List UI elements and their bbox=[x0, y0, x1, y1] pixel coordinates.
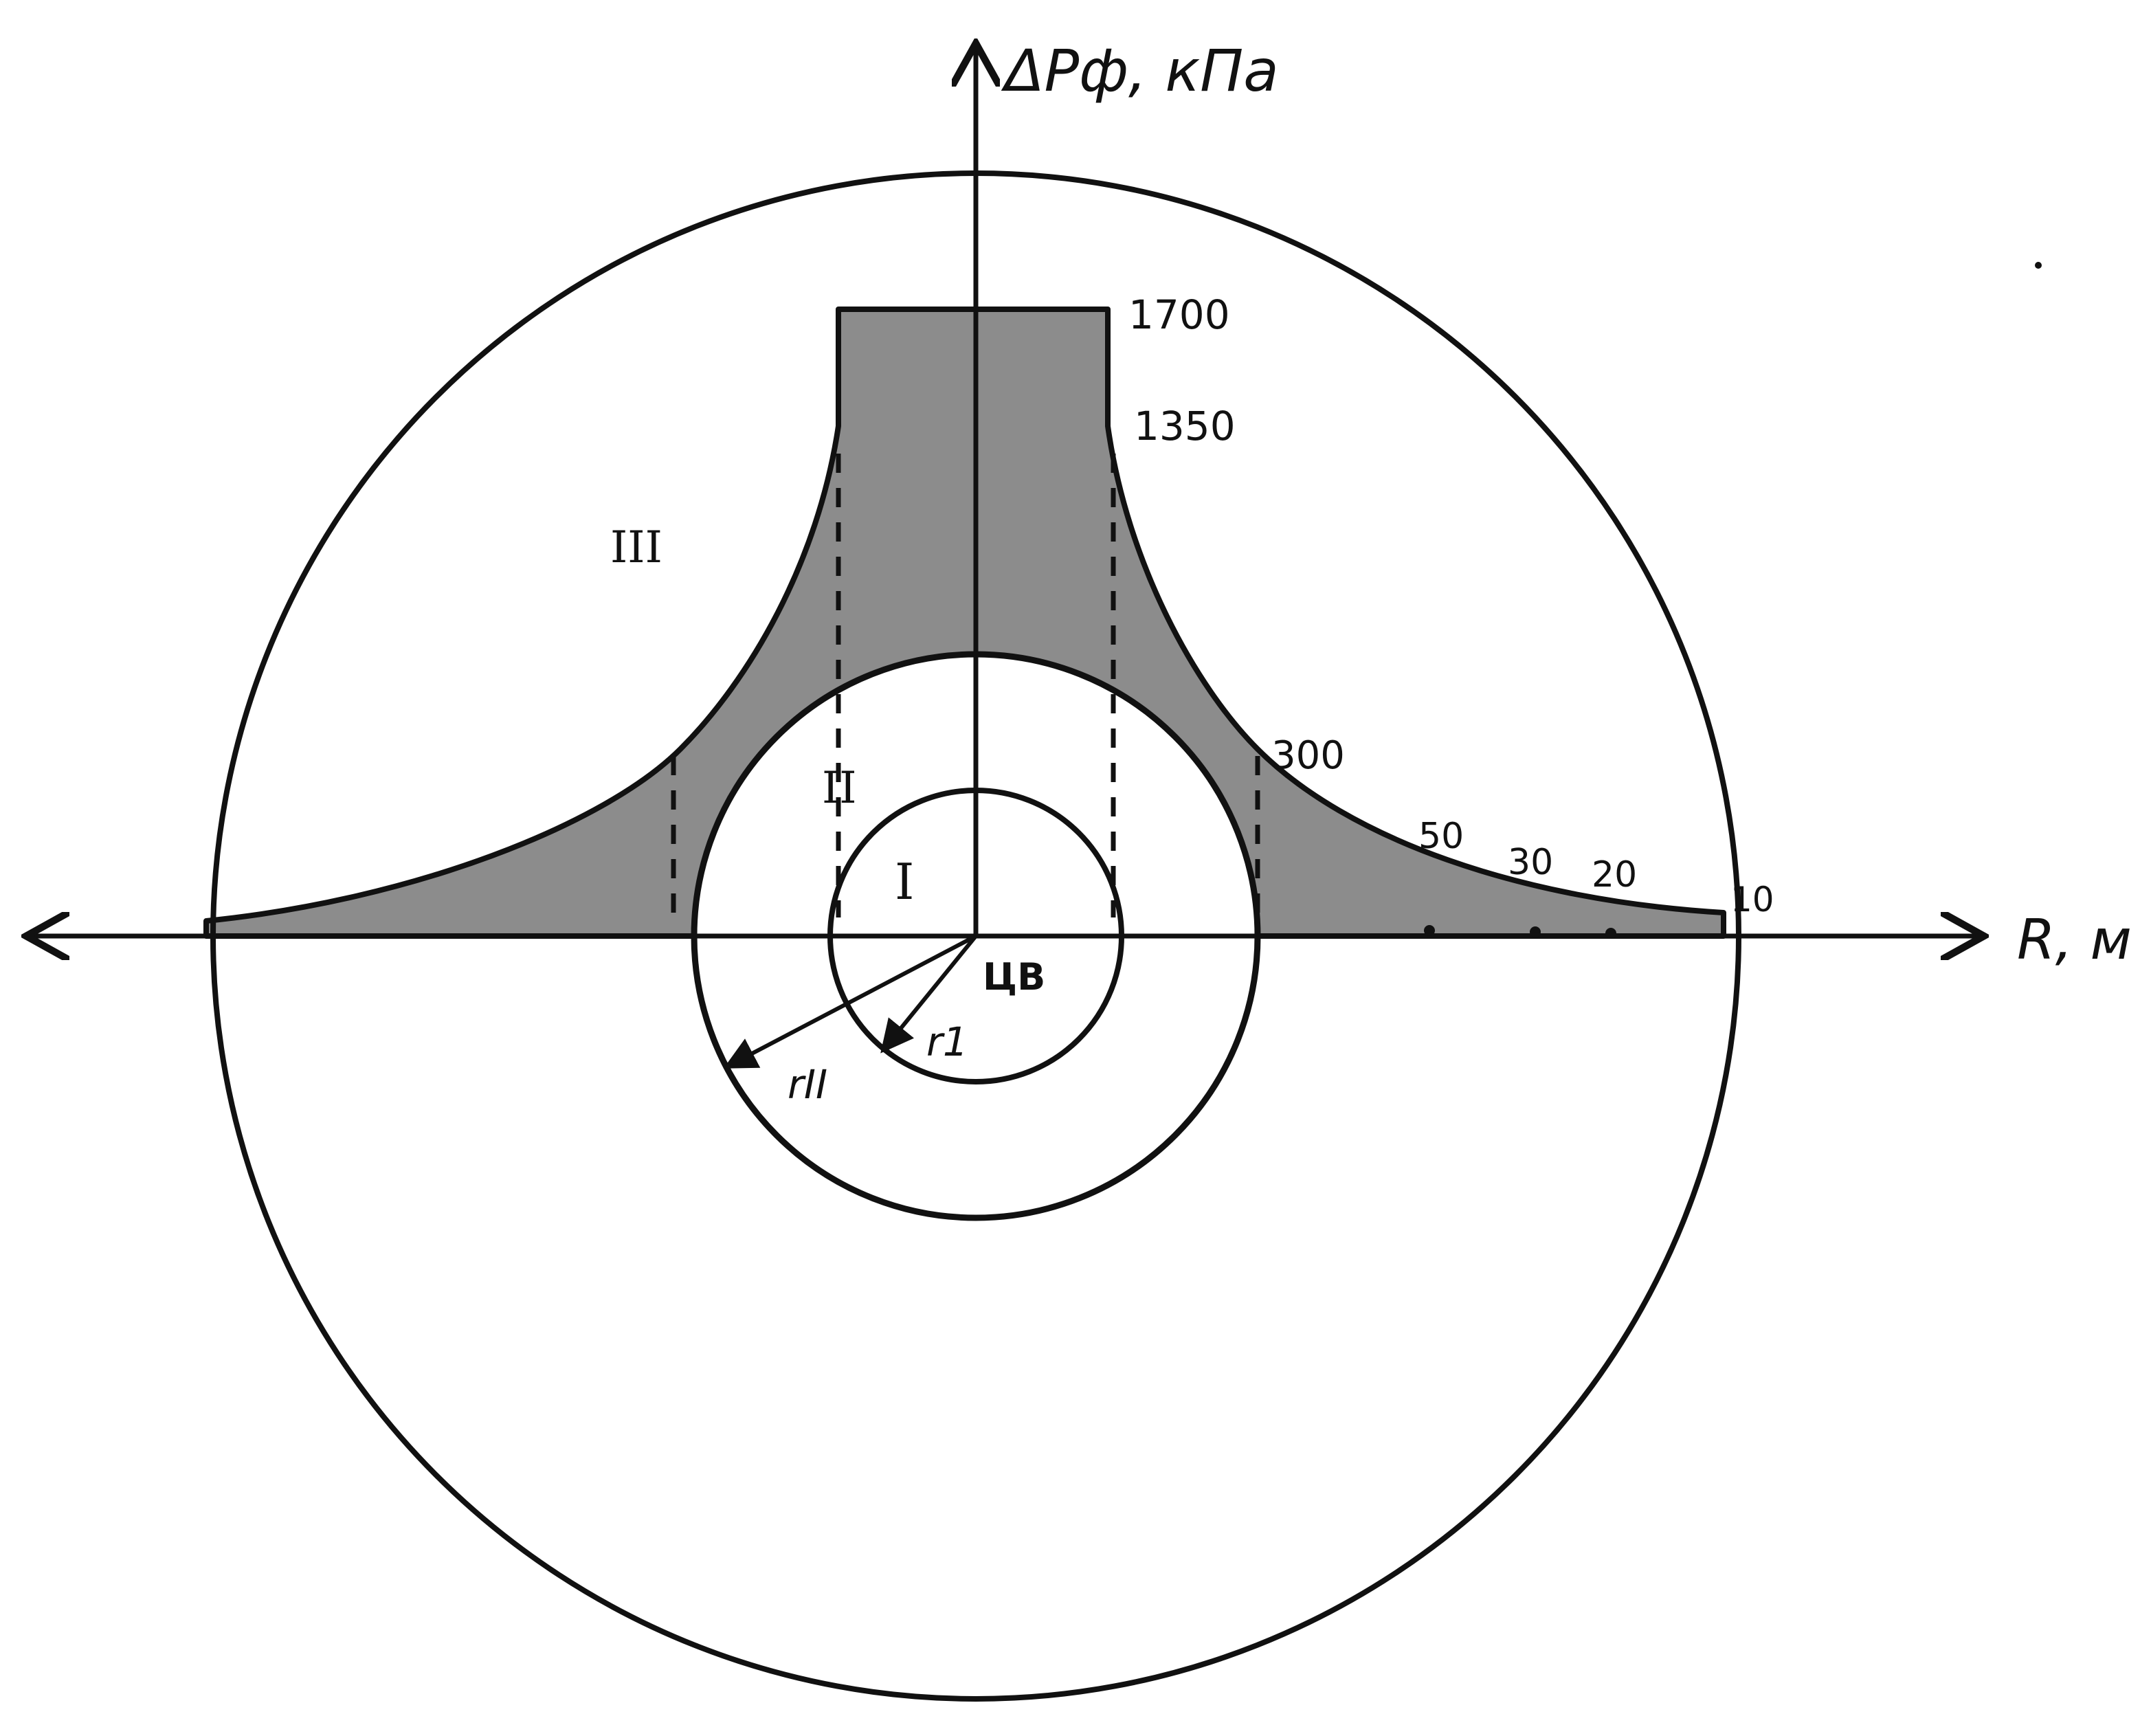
radius-r2-arrow bbox=[723, 934, 977, 1069]
radius-r2-label: rII bbox=[788, 1061, 827, 1108]
pressure-label-300: 300 bbox=[1271, 733, 1345, 778]
center-label: ЦВ bbox=[983, 955, 1045, 999]
pressure-label-1700: 1700 bbox=[1128, 291, 1230, 338]
radius-r1-arrow bbox=[880, 935, 978, 1054]
pressure-label-20: 20 bbox=[1592, 854, 1637, 895]
radius-r1-label: r1 bbox=[926, 1019, 968, 1065]
y-axis-label: ΔPф, кПа bbox=[1001, 37, 1279, 104]
x-axis-label: R, м bbox=[2017, 908, 2132, 972]
pressure-label-50: 50 bbox=[1418, 816, 1464, 857]
zone-2-label: II bbox=[822, 763, 857, 814]
zone-3-label: III bbox=[610, 522, 662, 573]
stray-dot bbox=[2035, 262, 2042, 269]
pressure-label-10: 10 bbox=[1730, 880, 1774, 920]
pressure-label-30: 30 bbox=[1508, 842, 1553, 883]
pressure-label-1350: 1350 bbox=[1134, 403, 1236, 449]
overpressure-profile bbox=[203, 307, 1726, 939]
r-axis-ticks bbox=[1424, 925, 1616, 939]
projection-dashes bbox=[671, 454, 1260, 917]
zone-1-label: I bbox=[895, 853, 914, 911]
